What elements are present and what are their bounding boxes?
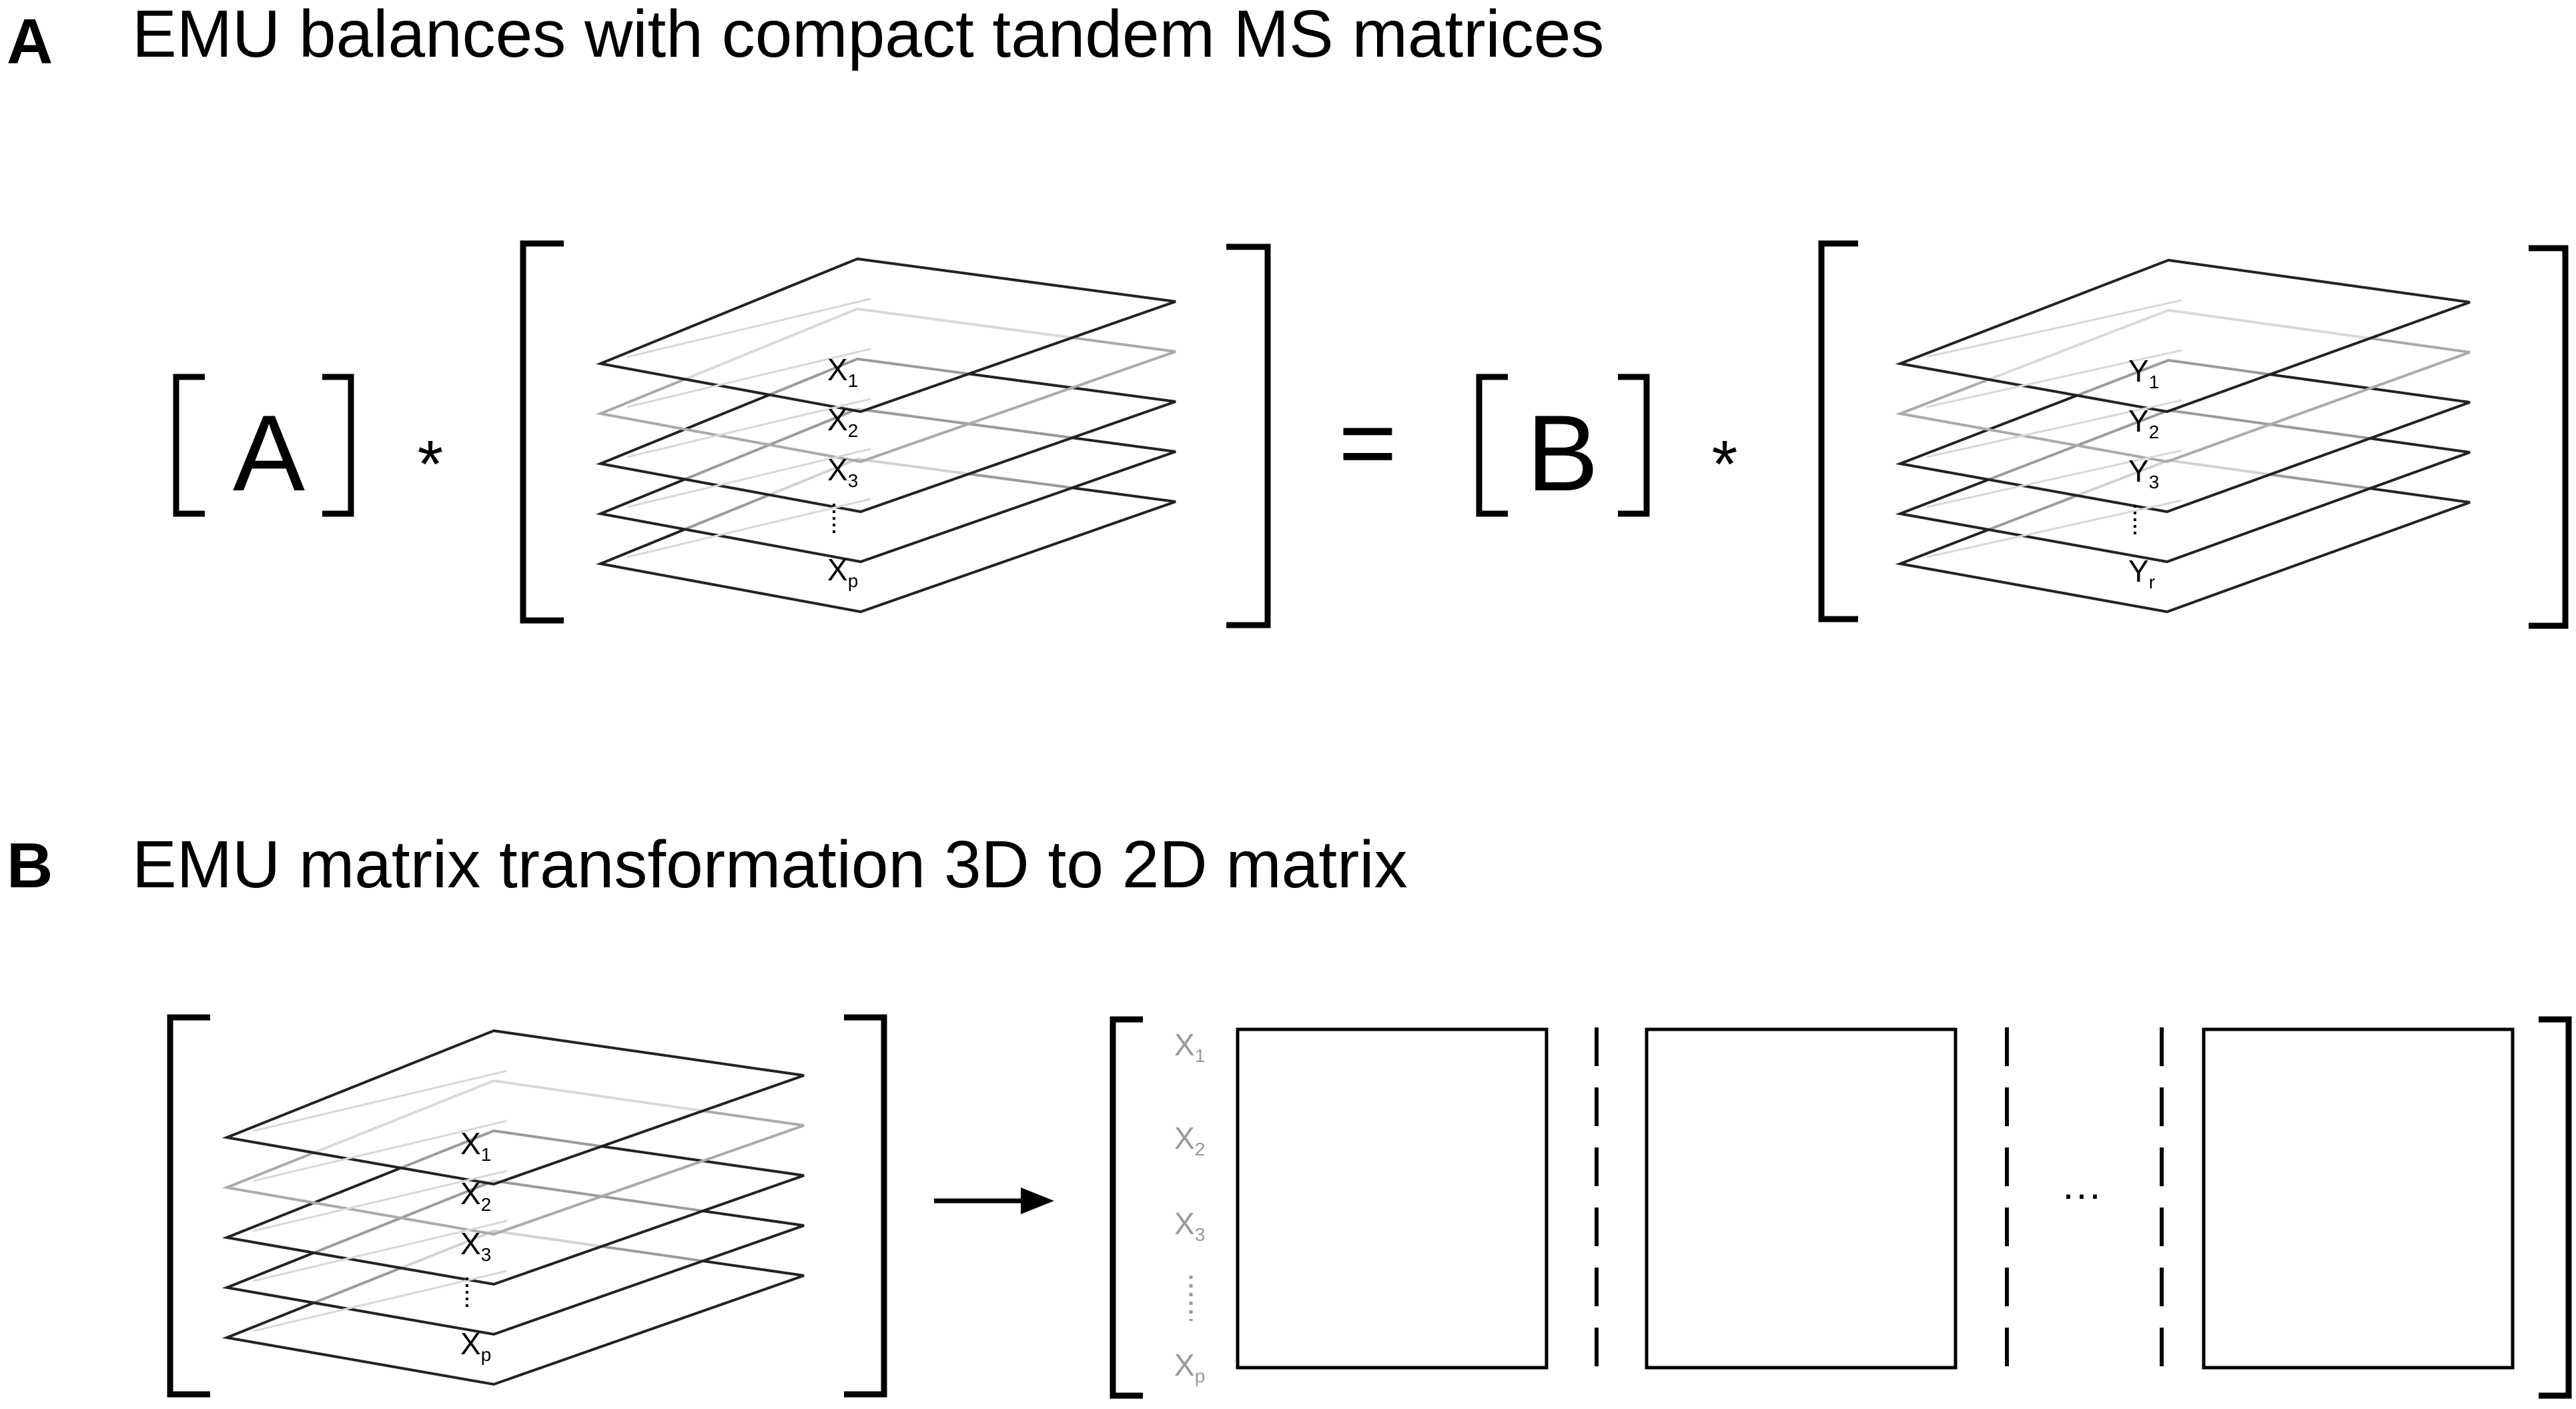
stack-guide-line xyxy=(1926,449,2182,508)
multiply-operator-1: * xyxy=(418,427,444,502)
bracket-b-left xyxy=(1476,374,1508,517)
bracket-b-right xyxy=(1618,374,1650,517)
bracket-flat-left xyxy=(1110,1016,1143,1399)
stack-guide-line xyxy=(253,1069,508,1132)
stack-row-label: X2 xyxy=(827,402,858,441)
flat-ellipsis: ··· xyxy=(2062,1171,2102,1216)
stack-guide-line xyxy=(253,1220,508,1282)
bracket-flat-right xyxy=(2539,1016,2572,1399)
stack-guide-line xyxy=(1926,349,2182,408)
panel-b-letter: B xyxy=(7,830,53,901)
stack-row-label: X1 xyxy=(460,1126,491,1165)
panel-b-title: EMU matrix transformation 3D to 2D matri… xyxy=(132,827,1408,902)
stack-guide-line xyxy=(626,398,871,458)
multiply-operator-2: * xyxy=(1712,427,1738,502)
stack-row-label: Xp xyxy=(827,552,858,591)
stack-row-label: X3 xyxy=(827,452,858,491)
stack-row-label: X2 xyxy=(460,1176,491,1215)
stack-row-label: Y3 xyxy=(2128,454,2159,492)
flat-row-label: X1 xyxy=(1174,1027,1205,1066)
stack-row-label: Yr xyxy=(2128,554,2155,592)
flat-block-2 xyxy=(1645,1027,1958,1370)
bracket-stack-x-right xyxy=(1226,244,1271,628)
bracket-stack-b-left xyxy=(167,1014,210,1398)
stack-sheet xyxy=(222,1029,805,1186)
stack-row-label: X3 xyxy=(460,1226,491,1265)
stack-sheet xyxy=(1895,258,2471,414)
panel-a-title: EMU balances with compact tandem MS matr… xyxy=(132,0,1604,71)
stack-guide-line xyxy=(253,1119,508,1182)
stack-row-label: X1 xyxy=(827,352,858,391)
stack-row-label: Xp xyxy=(460,1326,491,1365)
matrix-a-label: A xyxy=(233,393,305,514)
bracket-a-left xyxy=(173,374,205,517)
stack-guide-line xyxy=(253,1270,508,1332)
stack-guide-line xyxy=(626,348,871,408)
matrix-b-label: B xyxy=(1527,393,1599,514)
bracket-stack-b-right xyxy=(844,1014,887,1398)
stack-row-label: Y2 xyxy=(2128,404,2159,442)
bracket-a-right xyxy=(322,374,354,517)
stack-sheet xyxy=(595,257,1176,414)
bracket-stack-y-right xyxy=(2529,245,2569,629)
stack-guide-line xyxy=(626,448,871,508)
flat-row-label: Xp xyxy=(1174,1348,1205,1386)
flat-row-label: X2 xyxy=(1174,1121,1205,1159)
stack-guide-line xyxy=(1926,299,2182,358)
bracket-stack-y-left xyxy=(1818,240,1858,622)
panel-a-letter: A xyxy=(7,6,53,77)
stack-guide-line xyxy=(626,298,871,358)
equals-operator: = xyxy=(1338,386,1397,498)
stack-guide-line xyxy=(1926,399,2182,458)
bracket-stack-x-left xyxy=(520,240,564,624)
stack-guide-line xyxy=(626,498,871,558)
stack-guide-line xyxy=(253,1169,508,1232)
stack-guide-line xyxy=(1926,499,2182,558)
flat-row-label: X3 xyxy=(1174,1206,1205,1245)
flat-block-1 xyxy=(1236,1027,1549,1370)
flat-block-3 xyxy=(2202,1027,2515,1370)
transform-arrow-icon xyxy=(934,1188,1054,1214)
stack-row-label: Y1 xyxy=(2128,354,2159,392)
